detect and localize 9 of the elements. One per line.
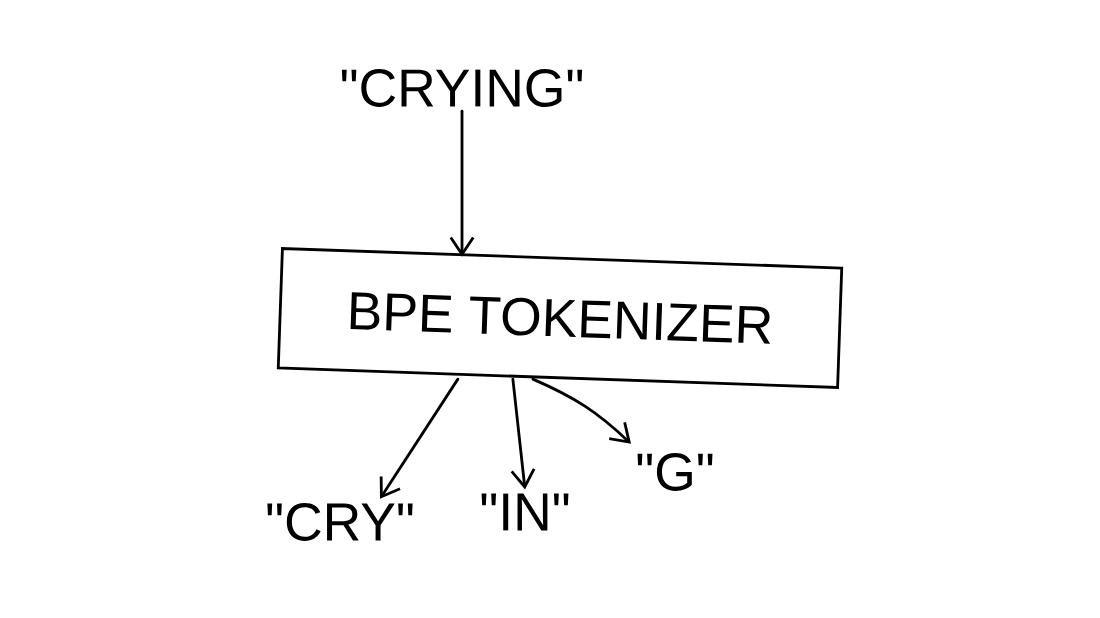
- token-text: "CRY": [267, 503, 413, 541]
- arrow: [379, 377, 460, 499]
- token-text: "CRYING": [341, 69, 583, 107]
- token-text: "G": [637, 453, 713, 491]
- arrow: [510, 377, 536, 490]
- tokenizer-box: BPE TOKENIZER: [276, 247, 844, 389]
- arrow: [449, 109, 475, 257]
- arrow: [531, 377, 632, 444]
- token-text: "IN": [481, 493, 569, 531]
